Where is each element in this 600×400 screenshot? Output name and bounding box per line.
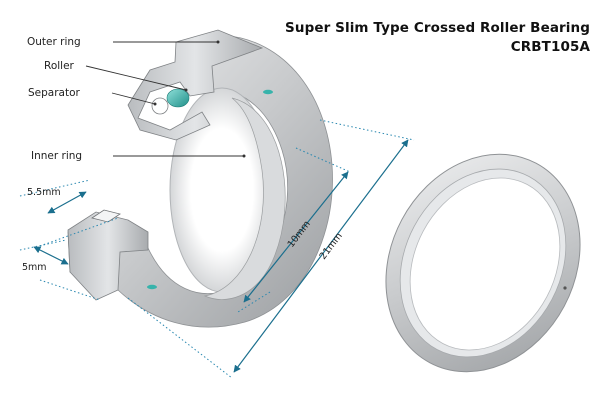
dimension-lines — [19, 119, 415, 379]
label-separator: Separator — [28, 87, 81, 99]
section-top — [127, 29, 264, 141]
label-outer-ring: Outer ring — [27, 36, 81, 48]
dim-width-side: 5mm — [22, 262, 47, 273]
label-roller: Roller — [44, 60, 75, 72]
callout-lines — [85, 40, 246, 158]
roller-channel-icon — [91, 209, 121, 223]
raceway-marker-bottom — [147, 284, 157, 290]
diagram-title: Super Slim Type Crossed Roller Bearing — [285, 20, 590, 36]
model-number: CRBT105A — [510, 39, 590, 55]
separator-icon — [151, 97, 169, 115]
full-bearing-ring — [385, 153, 581, 373]
label-inner-ring: Inner ring — [31, 150, 82, 162]
cutaway-bearing — [67, 29, 333, 328]
roller-icon — [166, 88, 190, 108]
raceway-marker-top — [263, 89, 273, 95]
dim-width-top: 5.5mm — [27, 187, 61, 198]
lubrication-hole-icon — [563, 286, 567, 290]
